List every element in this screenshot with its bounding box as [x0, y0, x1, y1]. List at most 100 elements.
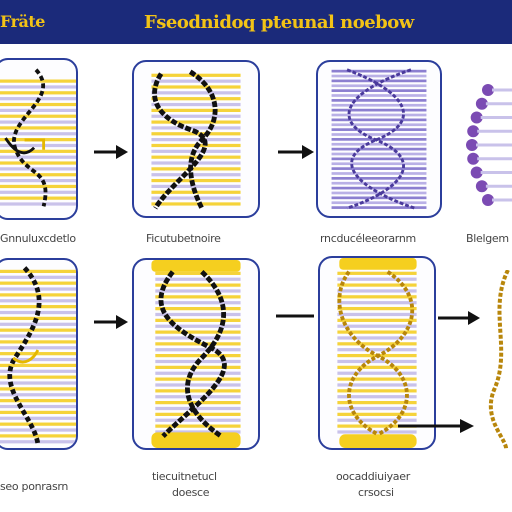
base-pair-stripe	[155, 271, 241, 275]
base-pair-stripe	[151, 126, 241, 130]
header-left-title: Fräte	[0, 12, 45, 31]
panel-r2c1	[0, 258, 78, 450]
base-pair-stripe	[0, 293, 76, 297]
base-pair-stripe	[151, 91, 241, 95]
base-pair-stripe	[337, 330, 417, 334]
arrow-right-icon	[438, 311, 480, 325]
bead	[482, 84, 494, 96]
base-pair-stripe	[0, 126, 76, 130]
caption-r2c3-line1: oocaddiuiyaer	[336, 470, 410, 483]
base-pair-stripe	[0, 340, 76, 344]
base-pair-stripe	[0, 387, 76, 391]
bead	[475, 180, 488, 193]
base-pair-stripe	[0, 399, 76, 403]
base-pair-stripe	[151, 155, 241, 159]
panel-r2c3	[318, 256, 436, 450]
base-pair-stripe	[337, 412, 417, 416]
base-pair-stripe	[0, 299, 76, 303]
base-pair-stripe	[0, 328, 76, 332]
base-pair-stripe	[0, 196, 76, 200]
base-pair-stripe	[0, 161, 76, 165]
base-pair-stripe	[155, 336, 241, 340]
base-pair-stripe	[0, 155, 76, 159]
base-pair-stripe	[337, 365, 417, 369]
base-pair-stripe	[331, 181, 427, 185]
base-pair-stripe	[331, 79, 427, 83]
base-pair-stripe	[155, 312, 241, 317]
base-pair-stripe	[0, 108, 76, 112]
base-pair-stripe	[0, 434, 76, 438]
caption-r2c3-line2: crsocsi	[358, 486, 394, 499]
base-pair-stripe	[0, 334, 76, 338]
base-pair-stripe	[155, 277, 241, 281]
base-pair-stripe	[155, 318, 241, 322]
caption-r2c1: seo ponrasrn	[0, 480, 69, 493]
base-pair-stripe	[151, 120, 241, 124]
base-pair-stripe	[151, 114, 241, 118]
base-pair-stripe	[0, 102, 76, 107]
helix-illustration-r1c1	[0, 68, 76, 207]
base-pair-stripe	[337, 306, 417, 311]
base-pair-stripe	[337, 312, 417, 317]
base-pair-stripe	[0, 114, 76, 118]
base-pair-stripe	[0, 149, 76, 153]
base-pair-stripe	[0, 184, 76, 189]
panel-r1c3	[316, 60, 442, 218]
base-pair-stripe	[151, 97, 241, 101]
base-pair-stripe	[331, 167, 427, 170]
base-pair-stripe	[0, 202, 76, 206]
base-pair-stripe	[155, 289, 241, 293]
stripes-r1c2	[151, 73, 241, 206]
base-pair-stripe	[151, 202, 241, 206]
bead	[466, 139, 478, 151]
base-pair-stripe	[0, 375, 76, 379]
base-pair-stripe	[337, 395, 417, 399]
helix-illustration-r2c2	[151, 260, 241, 448]
bead	[482, 194, 494, 206]
base-pair-stripe	[331, 196, 427, 200]
base-pair-stripe	[155, 383, 241, 387]
base-pair-stripe	[331, 206, 427, 209]
base-pair-stripe	[155, 371, 241, 375]
base-pair-stripe	[337, 359, 417, 364]
base-pair-stripe	[0, 416, 76, 420]
caption-r1c3: rncducéleeorarnm	[320, 232, 416, 245]
base-pair-stripe	[331, 74, 427, 78]
base-pair-stripe	[151, 184, 241, 189]
base-pair-stripe	[337, 406, 417, 411]
base-pair-stripe	[331, 99, 427, 102]
base-pair-stripe	[155, 406, 241, 411]
base-pair-stripe	[0, 120, 76, 124]
base-pair-stripe	[337, 418, 417, 422]
base-pair-stripe	[155, 430, 241, 434]
base-pair-stripe	[331, 186, 427, 190]
base-pair-stripe	[331, 128, 427, 131]
beads-r1c4	[466, 84, 494, 206]
base-pair-stripe	[0, 357, 76, 362]
base-pair-stripe	[151, 167, 241, 171]
base-pair-stripe	[155, 301, 241, 305]
base-pair-stripe	[151, 108, 241, 113]
page-title: Fseodnidoq pteunal noebow	[144, 12, 414, 33]
caption-r1c2: Ficutubetnoire	[146, 232, 221, 245]
base-pair-stripe	[151, 79, 241, 83]
base-pair-stripe	[331, 177, 427, 180]
arrow-right-icon	[94, 315, 128, 329]
base-pair-stripe	[155, 283, 241, 287]
base-pair-stripe	[155, 395, 241, 399]
base-pair-stripe	[0, 346, 76, 350]
base-pair-stripe	[0, 352, 76, 356]
base-pair-stripe	[331, 89, 427, 92]
base-pair-stripe	[155, 377, 241, 381]
helix-illustration-r2c3	[337, 258, 417, 448]
base-pair-stripe	[0, 178, 76, 183]
base-pair-stripe	[331, 94, 427, 97]
base-pair-stripe	[151, 178, 241, 183]
base-pair-stripe	[331, 162, 427, 166]
base-pair-stripe	[331, 142, 427, 146]
base-pair-stripe	[151, 85, 241, 89]
base-pair-stripe	[0, 190, 76, 194]
base-pair-stripe	[0, 275, 76, 279]
base-pair-stripe	[337, 277, 417, 281]
base-pair-stripe	[337, 424, 417, 428]
